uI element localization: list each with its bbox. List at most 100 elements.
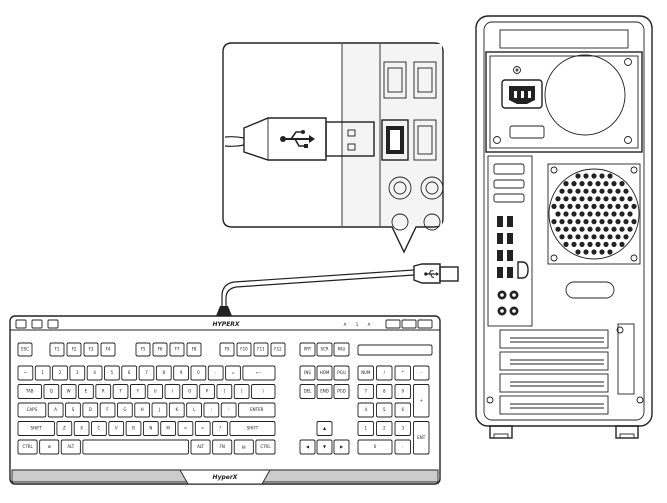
- grill-hole: [631, 203, 637, 209]
- key-r1-13-label: ⟵: [256, 370, 262, 375]
- key-num-6-label: 9: [401, 389, 404, 394]
- key-r2-10-label: P: [206, 389, 209, 394]
- key-r3-9: [186, 402, 202, 418]
- key-r3-9-label: L: [193, 407, 196, 412]
- key-nav-7: [316, 384, 333, 399]
- grill-hole: [619, 241, 625, 247]
- key-r1-9: [173, 365, 189, 381]
- key-r4-5-label: B: [132, 426, 135, 431]
- key-arrow-left-label: ◀: [306, 444, 310, 449]
- key-r1-5-label: 5: [111, 370, 114, 375]
- led-label-scroll: A: [368, 322, 371, 327]
- key-r4-2: [73, 421, 90, 436]
- key-r3-10-label: ;: [211, 407, 212, 412]
- key-fn-10: [236, 342, 252, 357]
- key-r4-9-label: >: [201, 426, 204, 431]
- key-fn-1-label: F1: [55, 347, 60, 352]
- grill-hole: [627, 211, 633, 217]
- key-r1-6-label: 6: [128, 370, 131, 375]
- grill-hole: [599, 249, 605, 255]
- key-num-0: [357, 365, 374, 381]
- key-num-11-label: 1: [364, 426, 367, 431]
- key-r1-6: [121, 365, 138, 381]
- grill-hole: [611, 211, 617, 217]
- grill-hole: [551, 219, 557, 225]
- key-nav-1-label: SCR: [320, 347, 328, 352]
- key-r1-3: [69, 365, 86, 381]
- key-nav-0-label: PRT: [304, 347, 312, 352]
- grill-hole: [583, 188, 589, 194]
- key-r5-5: [212, 439, 233, 455]
- led-indicators: A 1 A: [344, 322, 371, 327]
- key-r4-2-label: X: [80, 426, 83, 431]
- key-num-12-label: 2: [383, 426, 386, 431]
- key-r3-10: [203, 402, 220, 418]
- key-arrow-up-label: ▲: [323, 426, 327, 431]
- grill-hole: [607, 188, 613, 194]
- key-r3-12: [238, 402, 276, 418]
- brand-logo-bottom: HyperX: [213, 474, 238, 481]
- key-r2-12: [233, 384, 250, 399]
- key-fn-4: [100, 342, 116, 357]
- grill-hole: [627, 226, 633, 232]
- key-r3-11: [220, 402, 237, 418]
- key-num-16-label: .: [402, 444, 403, 449]
- grill-hole: [603, 226, 609, 232]
- key-fn-1: [49, 342, 65, 357]
- key-r1-8-label: 8: [163, 370, 166, 375]
- key-fn-9-label: F9: [225, 347, 230, 352]
- key-r4-4: [108, 421, 125, 436]
- grill-hole: [571, 211, 577, 217]
- key-num-5: [376, 384, 393, 399]
- key-fn-0-label: ESC: [21, 347, 29, 352]
- grill-hole: [599, 188, 605, 194]
- key-r3-5-label: G: [123, 407, 126, 412]
- key-r4-3: [91, 421, 107, 436]
- key-num-13-label: 3: [401, 426, 404, 431]
- key-r2-3: [78, 384, 94, 399]
- grill-hole: [555, 211, 561, 217]
- key-r3-8: [168, 402, 185, 418]
- grill-hole: [603, 211, 609, 217]
- key-r5-6: [233, 439, 254, 455]
- key-r2-6: [129, 384, 146, 399]
- grill-hole: [587, 196, 593, 202]
- key-r4-6: [142, 421, 159, 436]
- key-r1-2-label: 2: [59, 370, 62, 375]
- key-r4-10-label: ?: [219, 426, 221, 431]
- key-nav-6: [299, 384, 316, 399]
- usb-cable: [216, 263, 459, 316]
- grill-hole: [619, 211, 625, 217]
- key-r2-7-label: U: [154, 389, 157, 394]
- key-r1-8: [155, 365, 172, 381]
- key-r4-8: [177, 421, 194, 436]
- grill-hole: [595, 181, 601, 187]
- key-r1-1: [34, 365, 51, 381]
- grill-hole: [623, 203, 629, 209]
- key-r2-8: [164, 384, 181, 399]
- key-nav-2: [333, 342, 350, 357]
- key-num-10-label: 6: [401, 407, 404, 412]
- key-fn-11: [253, 342, 269, 357]
- key-fn-7-label: F7: [175, 347, 180, 352]
- grill-hole: [587, 226, 593, 232]
- grill-hole: [615, 234, 621, 240]
- key-num-13: [394, 421, 411, 436]
- key-r2-11-label: [: [224, 389, 226, 394]
- grill-hole: [595, 196, 601, 202]
- key-r3-2-label: S: [72, 407, 75, 412]
- io-panel: [487, 155, 533, 327]
- grill-hole: [567, 219, 573, 225]
- grill-hole: [599, 203, 605, 209]
- grill-hole: [583, 203, 589, 209]
- key-r3-1: [47, 402, 64, 418]
- key-fn-5: [135, 342, 151, 357]
- key-fn-11-label: F11: [257, 347, 265, 352]
- key-arrow-down-label: ▼: [323, 444, 327, 449]
- led-label-num: 1: [356, 322, 359, 327]
- key-fn-8: [186, 342, 202, 357]
- key-num-7-label: +: [420, 398, 423, 403]
- grill-hole: [579, 241, 585, 247]
